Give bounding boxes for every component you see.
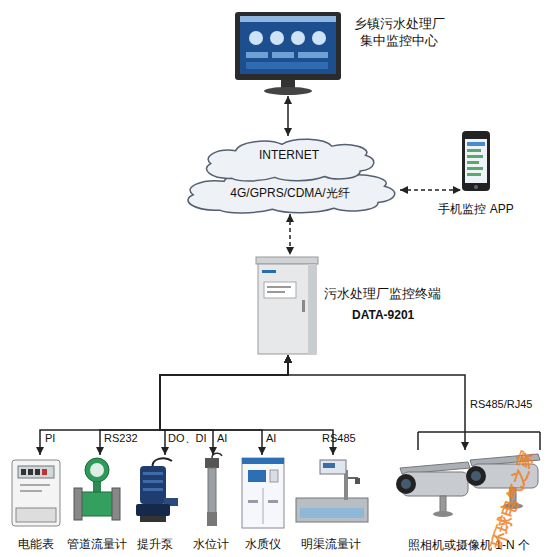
- node-label: 明渠流量计: [301, 537, 361, 553]
- signal-label: AI: [217, 432, 227, 445]
- node-label: INTERNET: [200, 148, 378, 164]
- mobile-app: 手机监控 APP: [461, 130, 491, 193]
- connector-line: [400, 189, 461, 191]
- level-gauge: 水位计: [195, 455, 227, 530]
- energy-meter: 电能表: [10, 455, 62, 530]
- signal-label: RS485/RJ45: [470, 398, 532, 411]
- connector-line: [288, 355, 465, 450]
- monitoring-center: 乡镇污水处理厂 集中监控中心: [233, 10, 343, 96]
- camera-bus-bracket: [418, 432, 540, 450]
- phone-illustration: [462, 131, 490, 191]
- cabinet-illustration: [256, 257, 318, 354]
- node-label: 手机监控 APP: [438, 202, 513, 218]
- level-gauge-illustration: [205, 453, 222, 526]
- node-label: 4G/GPRS/CDMA/光纤: [180, 186, 400, 202]
- connector-line: [40, 355, 288, 455]
- connector-line: [160, 355, 333, 455]
- lift-pump-illustration: [136, 458, 178, 522]
- node-label: DATA-9201: [352, 308, 414, 324]
- monitor-illustration: [235, 12, 341, 95]
- connector-line: [289, 214, 291, 255]
- energy-meter-illustration: [12, 460, 60, 526]
- signal-label: RS485: [322, 432, 356, 445]
- signal-label: DO、DI: [168, 432, 207, 445]
- connector-line: [100, 355, 288, 455]
- monitoring-terminal: 污水处理厂监控终端DATA-9201: [256, 255, 320, 355]
- pipe-flowmeter-illustration: [74, 458, 120, 520]
- signal-label: RS232: [104, 432, 138, 445]
- node-label: 污水处理厂监控终端: [324, 286, 441, 303]
- signal-label: AI: [266, 432, 276, 445]
- node-label: 照相机或摄像机 1-N 个: [408, 538, 530, 554]
- open-channel-flowmeter: 明渠流量计: [292, 455, 370, 530]
- node-label: 电能表: [18, 537, 54, 553]
- signal-label: PI: [45, 432, 55, 445]
- water-quality-analyzer: 水质仪: [238, 455, 288, 530]
- node-label: 提升泵: [137, 537, 173, 553]
- connector-line: [160, 355, 288, 455]
- connector-line: [287, 96, 289, 136]
- node-label: 管道流量计: [67, 537, 127, 553]
- pipe-flowmeter: 管道流量计: [72, 455, 122, 530]
- open-channel-flowmeter-illustration: [296, 460, 368, 522]
- internet-cloud: INTERNET: [200, 136, 378, 182]
- water-quality-analyzer-illustration: [242, 458, 284, 528]
- lift-pump: 提升泵: [130, 455, 180, 530]
- node-label: 乡镇污水处理厂 集中监控中心: [347, 16, 451, 50]
- connector-line: [160, 355, 288, 455]
- node-label: 水位计: [193, 537, 229, 553]
- node-label: 水质仪: [245, 537, 281, 553]
- connector-line: [160, 355, 288, 455]
